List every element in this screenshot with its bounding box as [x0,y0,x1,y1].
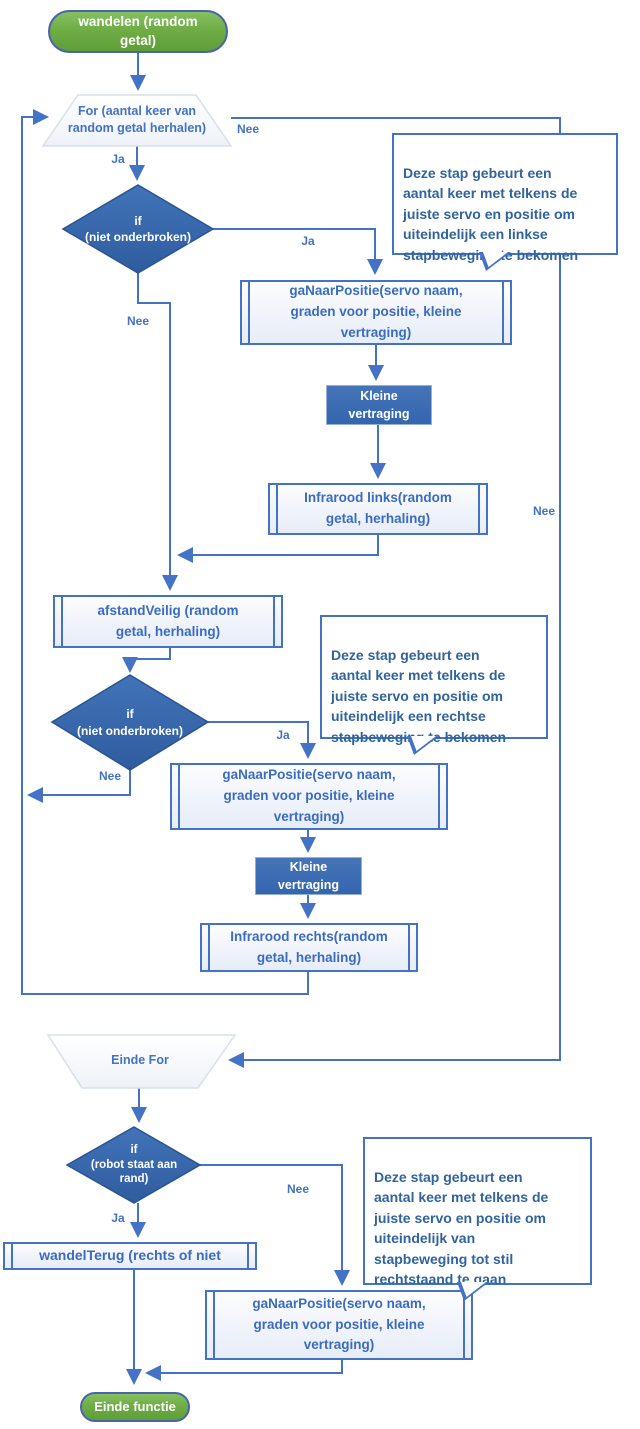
label-if3-ja: Ja [111,1211,125,1225]
ga-naar-positie-1: gaNaarPositie(servo naam, graden voor po… [240,280,512,345]
for-loop-label: For (aantal keer van random getal herhal… [67,103,207,136]
start-terminator: wandelen (random getal) [48,10,228,53]
if2-label: if (niet onderbroken) [76,707,183,738]
label-if1-ja: Ja [301,234,315,248]
label-if2-nee: Nee [98,769,121,783]
label-if1-nee: Nee [126,314,149,328]
edge-for-nee-to-einde-for [228,117,561,1068]
ga-naar-positie-3: gaNaarPositie(servo naam, graden voor po… [205,1290,473,1360]
infrarood-rechts: Infrarood rechts(random getal, herhaling… [200,923,418,972]
if1-label: if (niet onderbroken) [84,213,191,244]
callout-rechtse-stap: Deze stap gebeurt een aantal keer met te… [320,615,548,755]
label-nee-rightline: Nee [532,504,555,518]
label-if2-ja: Ja [276,728,290,742]
callout-stil-rechtstaand: Deze stap gebeurt een aantal keer met te… [363,1137,592,1301]
infrarood-links: Infrarood links(random getal, herhaling) [268,483,488,535]
callout-linkse-stap: Deze stap gebeurt een aantal keer met te… [392,133,618,271]
edge-ga3-merge [145,1360,343,1381]
kleine-vertraging-2: Kleine vertraging [255,857,362,895]
einde-for-label: Einde For [111,1053,169,1068]
edge-if1-nee [137,273,178,591]
for-trapezoid [41,94,233,147]
ga-naar-positie-2: gaNaarPositie(servo naam, graden voor po… [170,763,448,830]
label-for-ja: Ja [111,152,125,166]
einde-for-trapezoid [46,1034,237,1089]
if3-label: if (robot staat aan rand) [90,1143,178,1186]
if1-diamond [61,184,215,274]
if3-diamond [65,1126,202,1204]
edge-if2-ja [208,721,316,759]
edge-if1-ja [213,228,383,275]
edge-if2-nee [27,770,131,803]
edge-if3-nee [200,1164,350,1286]
if2-diamond [50,674,210,771]
edge-loopback-to-for [21,109,309,995]
afstand-veilig: afstandVeilig (random getal, herhaling) [53,595,283,648]
callout-linkse-stap-text: Deze stap gebeurt een aantal keer met te… [403,164,579,263]
label-if3-nee: Nee [286,1182,309,1196]
callout-stil-rechtstaand-text: Deze stap gebeurt een aantal keer met te… [374,1168,549,1288]
einde-functie-terminator: Einde functie [80,1392,190,1422]
wandel-terug: wandelTerug (rechts of niet [3,1242,257,1270]
edge-afstand-to-if2 [122,648,171,673]
label-for-nee: Nee [236,122,259,136]
kleine-vertraging-1: Kleine vertraging [326,385,432,425]
callout-rechtse-stap-text: Deze stap gebeurt een aantal keer met te… [331,646,507,745]
edge-infralinks-merge [177,535,379,563]
